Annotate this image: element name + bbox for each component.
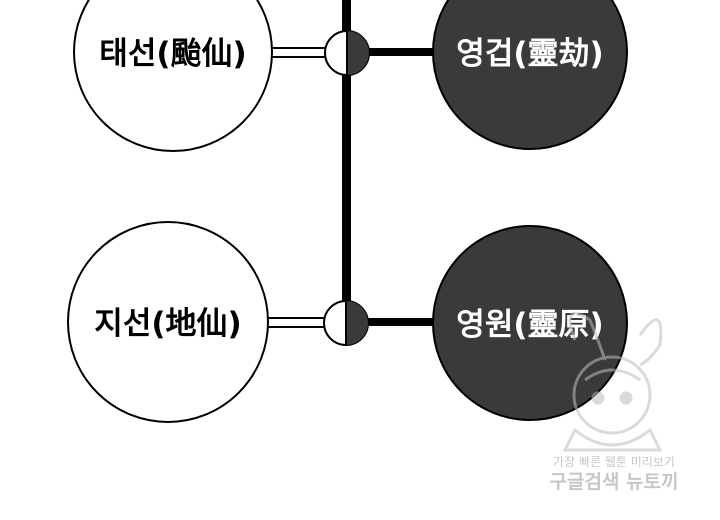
- watermark-mascot-icon: [562, 311, 663, 452]
- bottom-junction-circle: [323, 300, 369, 346]
- node-top-right: 영겁(靈劫): [432, 0, 628, 150]
- node-top-right-label: 영겁(靈劫): [456, 36, 603, 72]
- node-bottom-right-label: 영원(靈原): [456, 307, 603, 343]
- node-top-left-label: 태선(颱仙): [99, 36, 246, 72]
- top-right-connector: [368, 48, 436, 56]
- node-top-left: 태선(颱仙): [73, 0, 273, 152]
- bottom-right-connector: [368, 318, 436, 326]
- top-junction-circle: [324, 30, 370, 76]
- watermark: 가장 빠른 웹툰 미리보기 구글검색 뉴토끼: [550, 311, 679, 493]
- vertical-trunk-line: [342, 0, 351, 330]
- bottom-left-connector: [268, 317, 326, 328]
- top-left-connector: [272, 47, 328, 58]
- node-bottom-right: 영원(靈原): [432, 225, 628, 421]
- watermark-line1: 가장 빠른 웹툰 미리보기: [553, 455, 675, 469]
- watermark-line2: 구글검색 뉴토끼: [550, 471, 679, 493]
- node-bottom-left: 지선(地仙): [67, 221, 269, 423]
- node-bottom-left-label: 지선(地仙): [94, 306, 241, 342]
